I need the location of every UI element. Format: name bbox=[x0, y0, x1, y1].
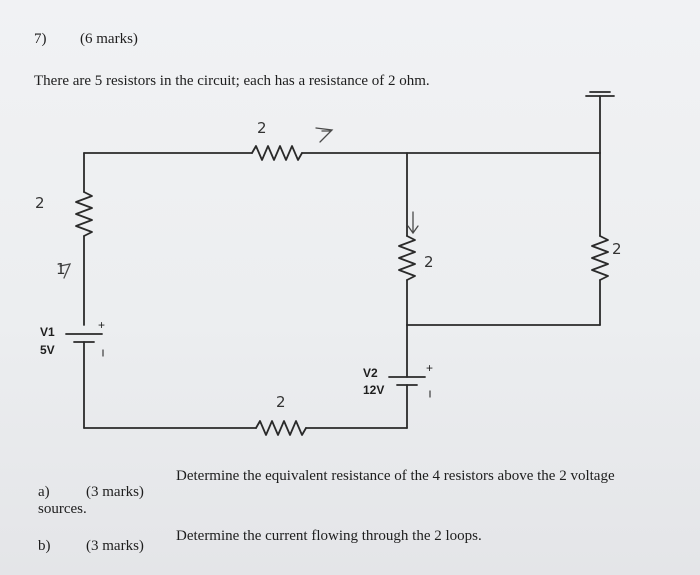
part-a-continuation: sources. bbox=[38, 501, 87, 517]
hand-mark-bottom: 2 bbox=[276, 393, 286, 411]
hand-mark-top: 2 bbox=[257, 119, 267, 137]
hand-arrow-top bbox=[315, 127, 334, 143]
hand-loop-tick bbox=[59, 263, 72, 279]
v2-label: V2 bbox=[363, 366, 378, 380]
v1-value: 5V bbox=[40, 343, 55, 357]
resistor-right bbox=[591, 235, 609, 281]
hand-mark-middle: 2 bbox=[424, 253, 434, 271]
question-statement: There are 5 resistors in the circuit; ea… bbox=[34, 73, 430, 89]
part-b-marks: (3 marks) bbox=[86, 538, 144, 554]
resistor-bottom bbox=[255, 420, 307, 436]
v1-plus-sign: + bbox=[98, 318, 106, 332]
hand-mark-loop: 1 bbox=[56, 260, 66, 278]
resistor-middle bbox=[398, 235, 416, 281]
v2-value: 12V bbox=[363, 383, 385, 397]
hand-mark-left: 2 bbox=[35, 194, 45, 212]
top-terminal bbox=[585, 91, 615, 97]
hand-mark-right: 2 bbox=[612, 240, 622, 258]
v2-plus-sign: + bbox=[426, 361, 434, 375]
part-b-label: b) bbox=[38, 538, 51, 554]
question-number: 7) bbox=[34, 31, 47, 47]
resistor-left bbox=[75, 191, 93, 237]
hand-arrow-middle bbox=[407, 211, 419, 235]
v1-label: V1 bbox=[40, 325, 55, 339]
part-a-marks: (3 marks) bbox=[86, 484, 144, 500]
part-b-text: Determine the current flowing through th… bbox=[176, 528, 482, 544]
part-a-label: a) bbox=[38, 484, 50, 500]
question-marks: (6 marks) bbox=[80, 31, 138, 47]
resistor-top bbox=[251, 145, 303, 161]
part-a-text: Determine the equivalent resistance of t… bbox=[176, 468, 615, 484]
